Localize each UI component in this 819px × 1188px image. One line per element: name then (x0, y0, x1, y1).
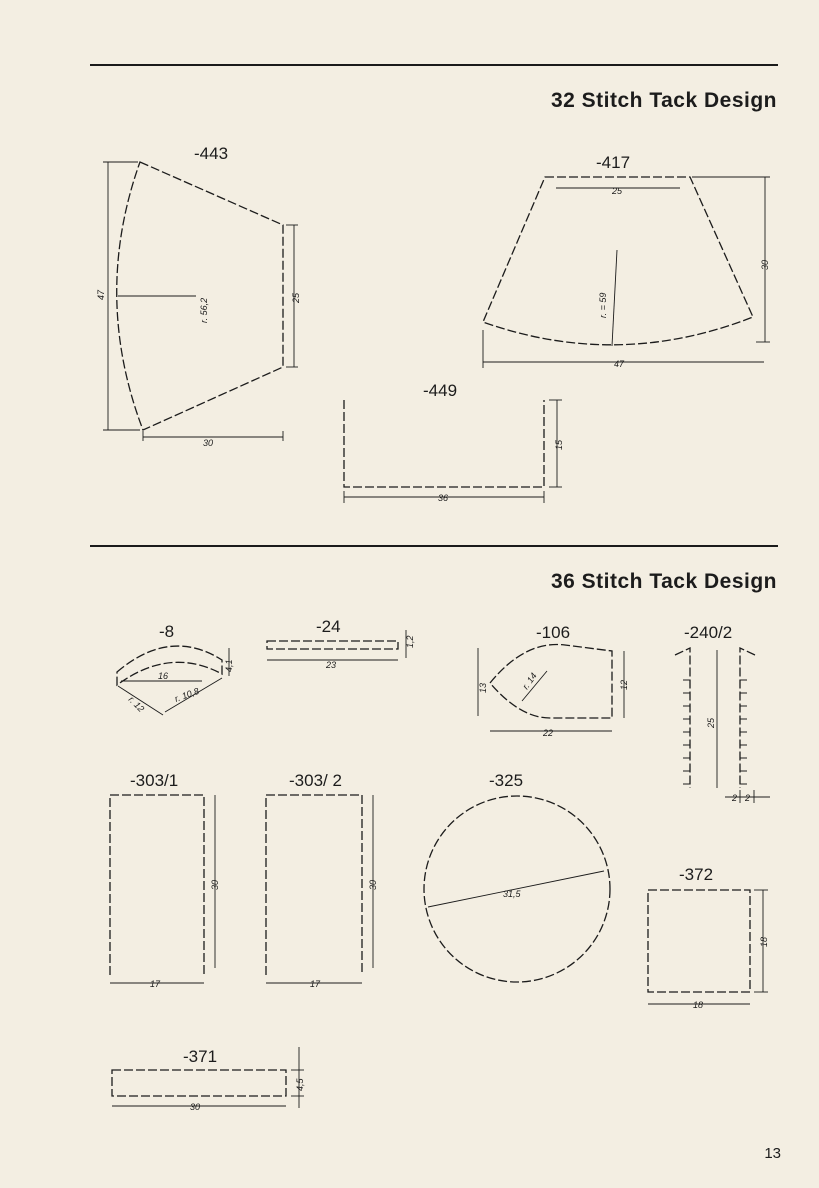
dim-diameter: 31,5 (503, 889, 522, 899)
dim-height: 15 (554, 439, 564, 450)
pattern-label: -417 (596, 153, 630, 172)
dim-height: 30 (210, 880, 220, 890)
pattern-417: -417 25 30 r. = 59 47 (483, 153, 770, 369)
dim-width: 16 (158, 671, 168, 681)
page-number: 13 (764, 1145, 781, 1162)
pattern-label: -8 (159, 622, 174, 641)
pattern-325: -325 31,5 (424, 771, 610, 982)
dim-radius-inner: r. 10,8 (173, 686, 200, 704)
pattern-303-1: -303/1 30 17 (110, 771, 220, 989)
pattern-label: -303/1 (130, 771, 178, 790)
pattern-label: -371 (183, 1047, 217, 1066)
dim-right: 12 (619, 680, 629, 690)
pattern-106: -106 13 r. 14 12 22 (478, 623, 629, 738)
dim-length: 23 (325, 660, 336, 670)
pattern-label: -106 (536, 623, 570, 642)
dim-top: 25 (611, 186, 623, 196)
pattern-372: -372 18 18 (648, 865, 769, 1010)
pattern-label: -325 (489, 771, 523, 790)
pattern-443: -443 47 r. 56,2 25 30 (96, 144, 301, 448)
dim-height: 47 (96, 289, 106, 300)
dim-gap-left: 2 (731, 793, 737, 803)
dim-width: 1,2 (405, 635, 415, 648)
dim-height: 4,1 (224, 659, 234, 672)
pattern-371: -371 4,5 30 (112, 1047, 305, 1112)
pattern-24: -24 23 1,2 (267, 617, 415, 670)
dim-height: 25 (706, 717, 716, 729)
pattern-label: -240/2 (684, 623, 732, 642)
dim-gap-right: 2 (744, 793, 750, 803)
dim-height: 4,5 (295, 1077, 305, 1091)
dim-side: 25 (291, 292, 301, 304)
dim-width: 18 (693, 1000, 703, 1010)
pattern-label: -372 (679, 865, 713, 884)
dim-radius: r. 56,2 (199, 298, 209, 323)
pattern-240-2: -240/2 25 2 2 (675, 623, 770, 803)
dim-height: 30 (368, 880, 378, 890)
dim-bottom: 47 (614, 359, 625, 369)
pattern-8: -8 16 4,1 r. 12 r. 10,8 (117, 622, 234, 715)
dim-height: 30 (760, 260, 770, 270)
dim-left: 13 (478, 683, 488, 693)
dim-radius-outer: r. 12 (127, 694, 147, 714)
dim-width: 36 (438, 493, 448, 503)
pattern-303-2: -303/ 2 30 17 (266, 771, 378, 989)
dim-width: 30 (190, 1102, 200, 1112)
dim-radius: r. = 59 (598, 293, 608, 318)
pattern-label: -303/ 2 (289, 771, 342, 790)
dim-width: 17 (150, 979, 161, 989)
pattern-label: -443 (194, 144, 228, 163)
pattern-label: -449 (423, 381, 457, 400)
dim-width: 30 (203, 438, 213, 448)
dim-width: 17 (310, 979, 321, 989)
pattern-label: -24 (316, 617, 341, 636)
dim-bottom: 22 (542, 728, 553, 738)
dim-height: 18 (759, 937, 769, 947)
dim-radius: r. 14 (520, 671, 538, 691)
pattern-449: -449 15 36 (344, 381, 564, 503)
